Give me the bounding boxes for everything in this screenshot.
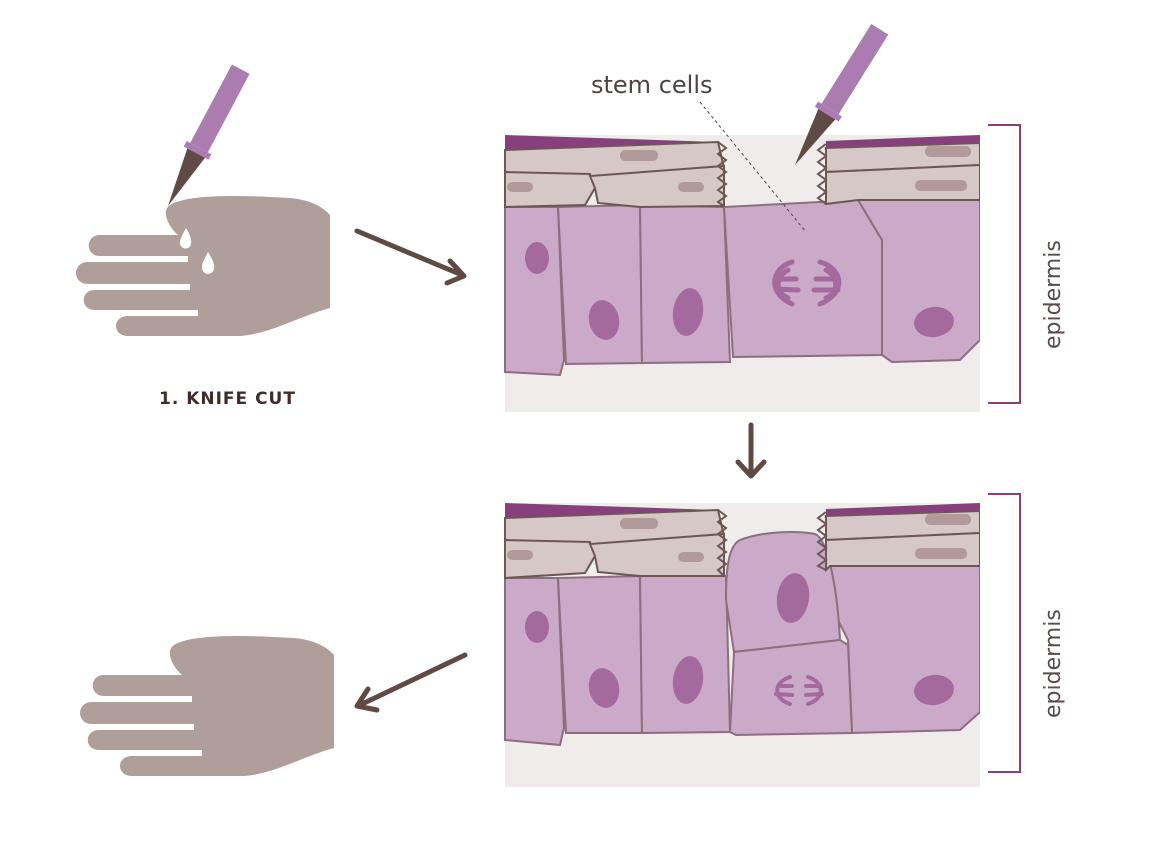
arrow-icon-right [354,228,467,286]
dividing-chromosomes-icon [772,259,842,307]
dividing-chromosomes-icon-bottom [774,675,824,706]
stem-cells-label: stem cells [591,71,713,99]
nucleus-group-bottom [525,573,954,708]
nucleus-group-top [525,242,954,340]
bracket-icon-top [988,124,1021,404]
epidermis-label-top: epidermis [1041,240,1066,349]
tissue-panel-bottom [504,498,1020,793]
bracket-icon-bottom [988,493,1021,773]
tissue-panel-top: stem cells [504,24,1020,420]
arrow-icon-down [735,422,767,479]
epidermis-label-bottom: epidermis [1041,609,1066,718]
stem-cells-leader-line [699,101,807,233]
arrow-icon-left [354,652,468,713]
knife-icon-top-left [168,64,250,206]
knife-icon-top-right [795,24,889,165]
blood-drop-icon [179,228,215,274]
step-label: 1. KNIFE CUT [159,389,296,409]
hand-icon-healed [80,635,334,776]
